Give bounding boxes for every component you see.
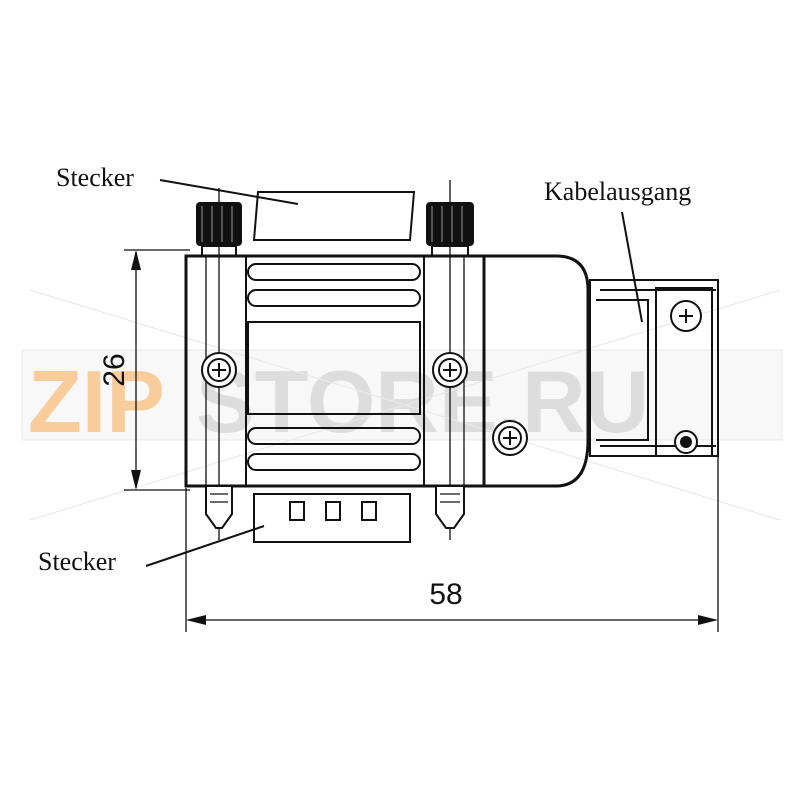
width-dimension-label: 58 — [429, 578, 462, 611]
watermark-text-store: STORE.RU — [196, 352, 649, 451]
cable-exit-label: Kabelausgang — [544, 177, 691, 206]
top-connector-label: Stecker — [56, 163, 134, 192]
width-dimension: 58 — [185, 456, 719, 632]
cable-clamp — [589, 279, 719, 457]
housing-screw-left — [201, 352, 237, 388]
bottom-left-screw — [205, 485, 233, 529]
height-dimension-label: 26 — [98, 353, 131, 386]
watermark-text-zip: ZIP — [28, 352, 165, 451]
top-connector — [252, 191, 416, 241]
bottom-connector-leader — [145, 525, 265, 567]
height-dimension: 26 — [98, 249, 190, 491]
bottom-connector — [253, 493, 411, 543]
cable-hood — [482, 254, 590, 488]
housing-screw-right — [432, 352, 468, 388]
bottom-connector-label: Stecker — [38, 547, 116, 576]
cable-exit-leader — [621, 211, 643, 323]
bottom-right-screw — [435, 485, 465, 529]
top-connector-leader — [159, 179, 299, 205]
